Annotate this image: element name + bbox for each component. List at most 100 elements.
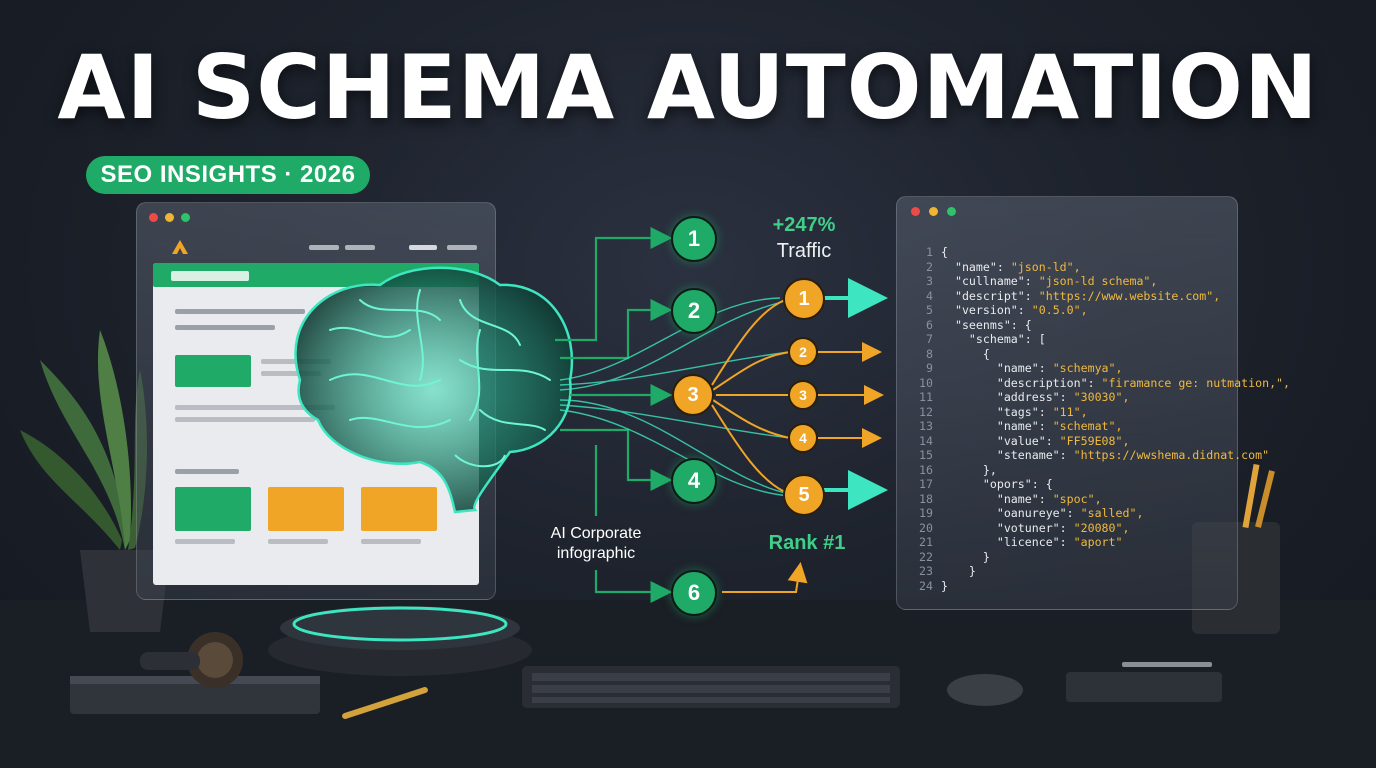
code-line: 23 } [911,564,1290,579]
code-text: } [941,549,990,564]
code-key: "cullname": [941,274,1039,288]
code-key: "name": [941,419,1053,433]
step-circle-6: 6 [671,570,717,616]
code-line: 22 } [911,550,1290,565]
flow-line-4 [560,428,673,491]
code-block: 1{2 "name": "json-ld",3 "cullname": "jso… [911,245,1290,593]
line-number: 20 [919,520,933,535]
code-key: "descript": [941,288,1039,303]
code-line: 20 "votuner": "20080", [911,521,1290,536]
traffic-stat-value: +247% [772,214,836,236]
code-line: 21 "licence": "aport" [911,535,1290,550]
code-line: 24} [911,579,1290,594]
line-number: 22 [919,549,933,564]
output-circle-3: 3 [788,380,818,410]
content-card [175,355,251,387]
code-line: 2 "name": "json-ld", [911,260,1290,275]
code-line: 1{ [911,245,1290,260]
code-key: "votuner": [941,520,1074,535]
keyboard-icon [522,666,900,708]
line-number: 23 [919,564,933,578]
code-key: "name": [941,259,1011,274]
line-number: 10 [919,375,933,390]
code-value: "json-ld", [1010,259,1081,274]
code-text: { [941,245,948,259]
line-number: 19 [919,506,933,520]
main-title: AI SCHEMA AUTOMATION [57,36,1319,139]
caption-line-2: infographic [556,545,636,562]
code-line: 16 }, [911,463,1290,478]
code-text: "seenms": { [941,317,1032,332]
code-value: "schemya", [1052,361,1123,375]
code-key: "oanureye": [941,506,1081,520]
code-line: 18 "name": "spoc", [911,492,1290,507]
code-key: "licence": [941,535,1074,549]
code-key: "value": [941,433,1060,448]
notepad-icon [1066,662,1222,702]
code-line: 10 "description": "firamance ge: nutmati… [911,376,1290,391]
output-circle-2: 2 [788,337,818,367]
code-value: "11", [1052,404,1088,419]
code-key: "address": [941,390,1074,404]
line-number: 8 [926,346,933,361]
maximize-dot-icon [181,213,190,222]
step-circle-2: 2 [671,288,717,334]
rank-label: Rank #1 [768,532,846,554]
code-line: 14 "value": "FF59E08", [911,434,1290,449]
orange-line-1 [711,299,786,386]
line-number: 9 [926,361,933,375]
code-line: 4 "descript": "https://www.website.com", [911,289,1290,304]
orange-line-2 [709,351,791,393]
output-circle-5: 5 [783,474,825,516]
code-line: 7 "schema": [ [911,332,1290,347]
code-value: "json-ld schema", [1038,274,1158,288]
minimize-dot-icon [929,207,938,216]
code-text: "schema": [ [941,332,1046,346]
flow-line-6 [594,445,668,592]
code-value: "0.5.0", [1031,303,1088,317]
text-line [175,405,335,410]
rank-arrow [722,562,808,593]
output-circle-4: 4 [788,423,818,453]
code-value: "https://www.website.com", [1038,288,1221,303]
line-number: 2 [926,259,933,274]
line-number: 14 [919,433,933,448]
code-line: 5 "version": "0.5.0", [911,303,1290,318]
code-value: "30030", [1073,390,1130,404]
code-line: 11 "address": "30030", [911,390,1290,405]
line-number: 7 [926,332,933,346]
pencil-icon [342,687,428,719]
text-line [268,539,328,544]
code-text: { [941,346,990,361]
code-text: "opors": { [941,477,1053,491]
code-key: "stename": [941,448,1074,462]
nav-link [409,245,437,250]
code-text: }, [941,462,997,477]
code-text: } [941,564,976,578]
code-key: "name": [941,491,1053,506]
line-number: 5 [926,303,933,317]
mouse-icon [947,674,1023,706]
line-number: 3 [926,274,933,288]
line-number: 6 [926,317,933,332]
maximize-dot-icon [947,207,956,216]
text-line [175,417,315,422]
orange-line-5 [711,404,786,493]
code-value: "20080", [1073,520,1130,535]
code-value: "spoc", [1052,491,1102,506]
json-ld-code-window: 1{2 "name": "json-ld",3 "cullname": "jso… [896,196,1290,610]
traffic-stat-label: Traffic [776,240,832,262]
nav-link [447,245,477,250]
code-value: "FF59E08", [1059,433,1130,448]
nav-link [345,245,375,250]
flow-line-2 [560,299,673,360]
line-number: 13 [919,419,933,433]
feature-card [361,487,437,531]
code-line: 8 { [911,347,1290,362]
code-key: "name": [941,361,1053,375]
line-number: 24 [919,578,933,593]
seo-insights-badge: SEO INSIGHTS · 2026 [86,156,370,194]
notebook-icon [70,676,320,714]
caption-line-1: AI Corporate [550,525,642,542]
code-text: } [941,578,948,593]
